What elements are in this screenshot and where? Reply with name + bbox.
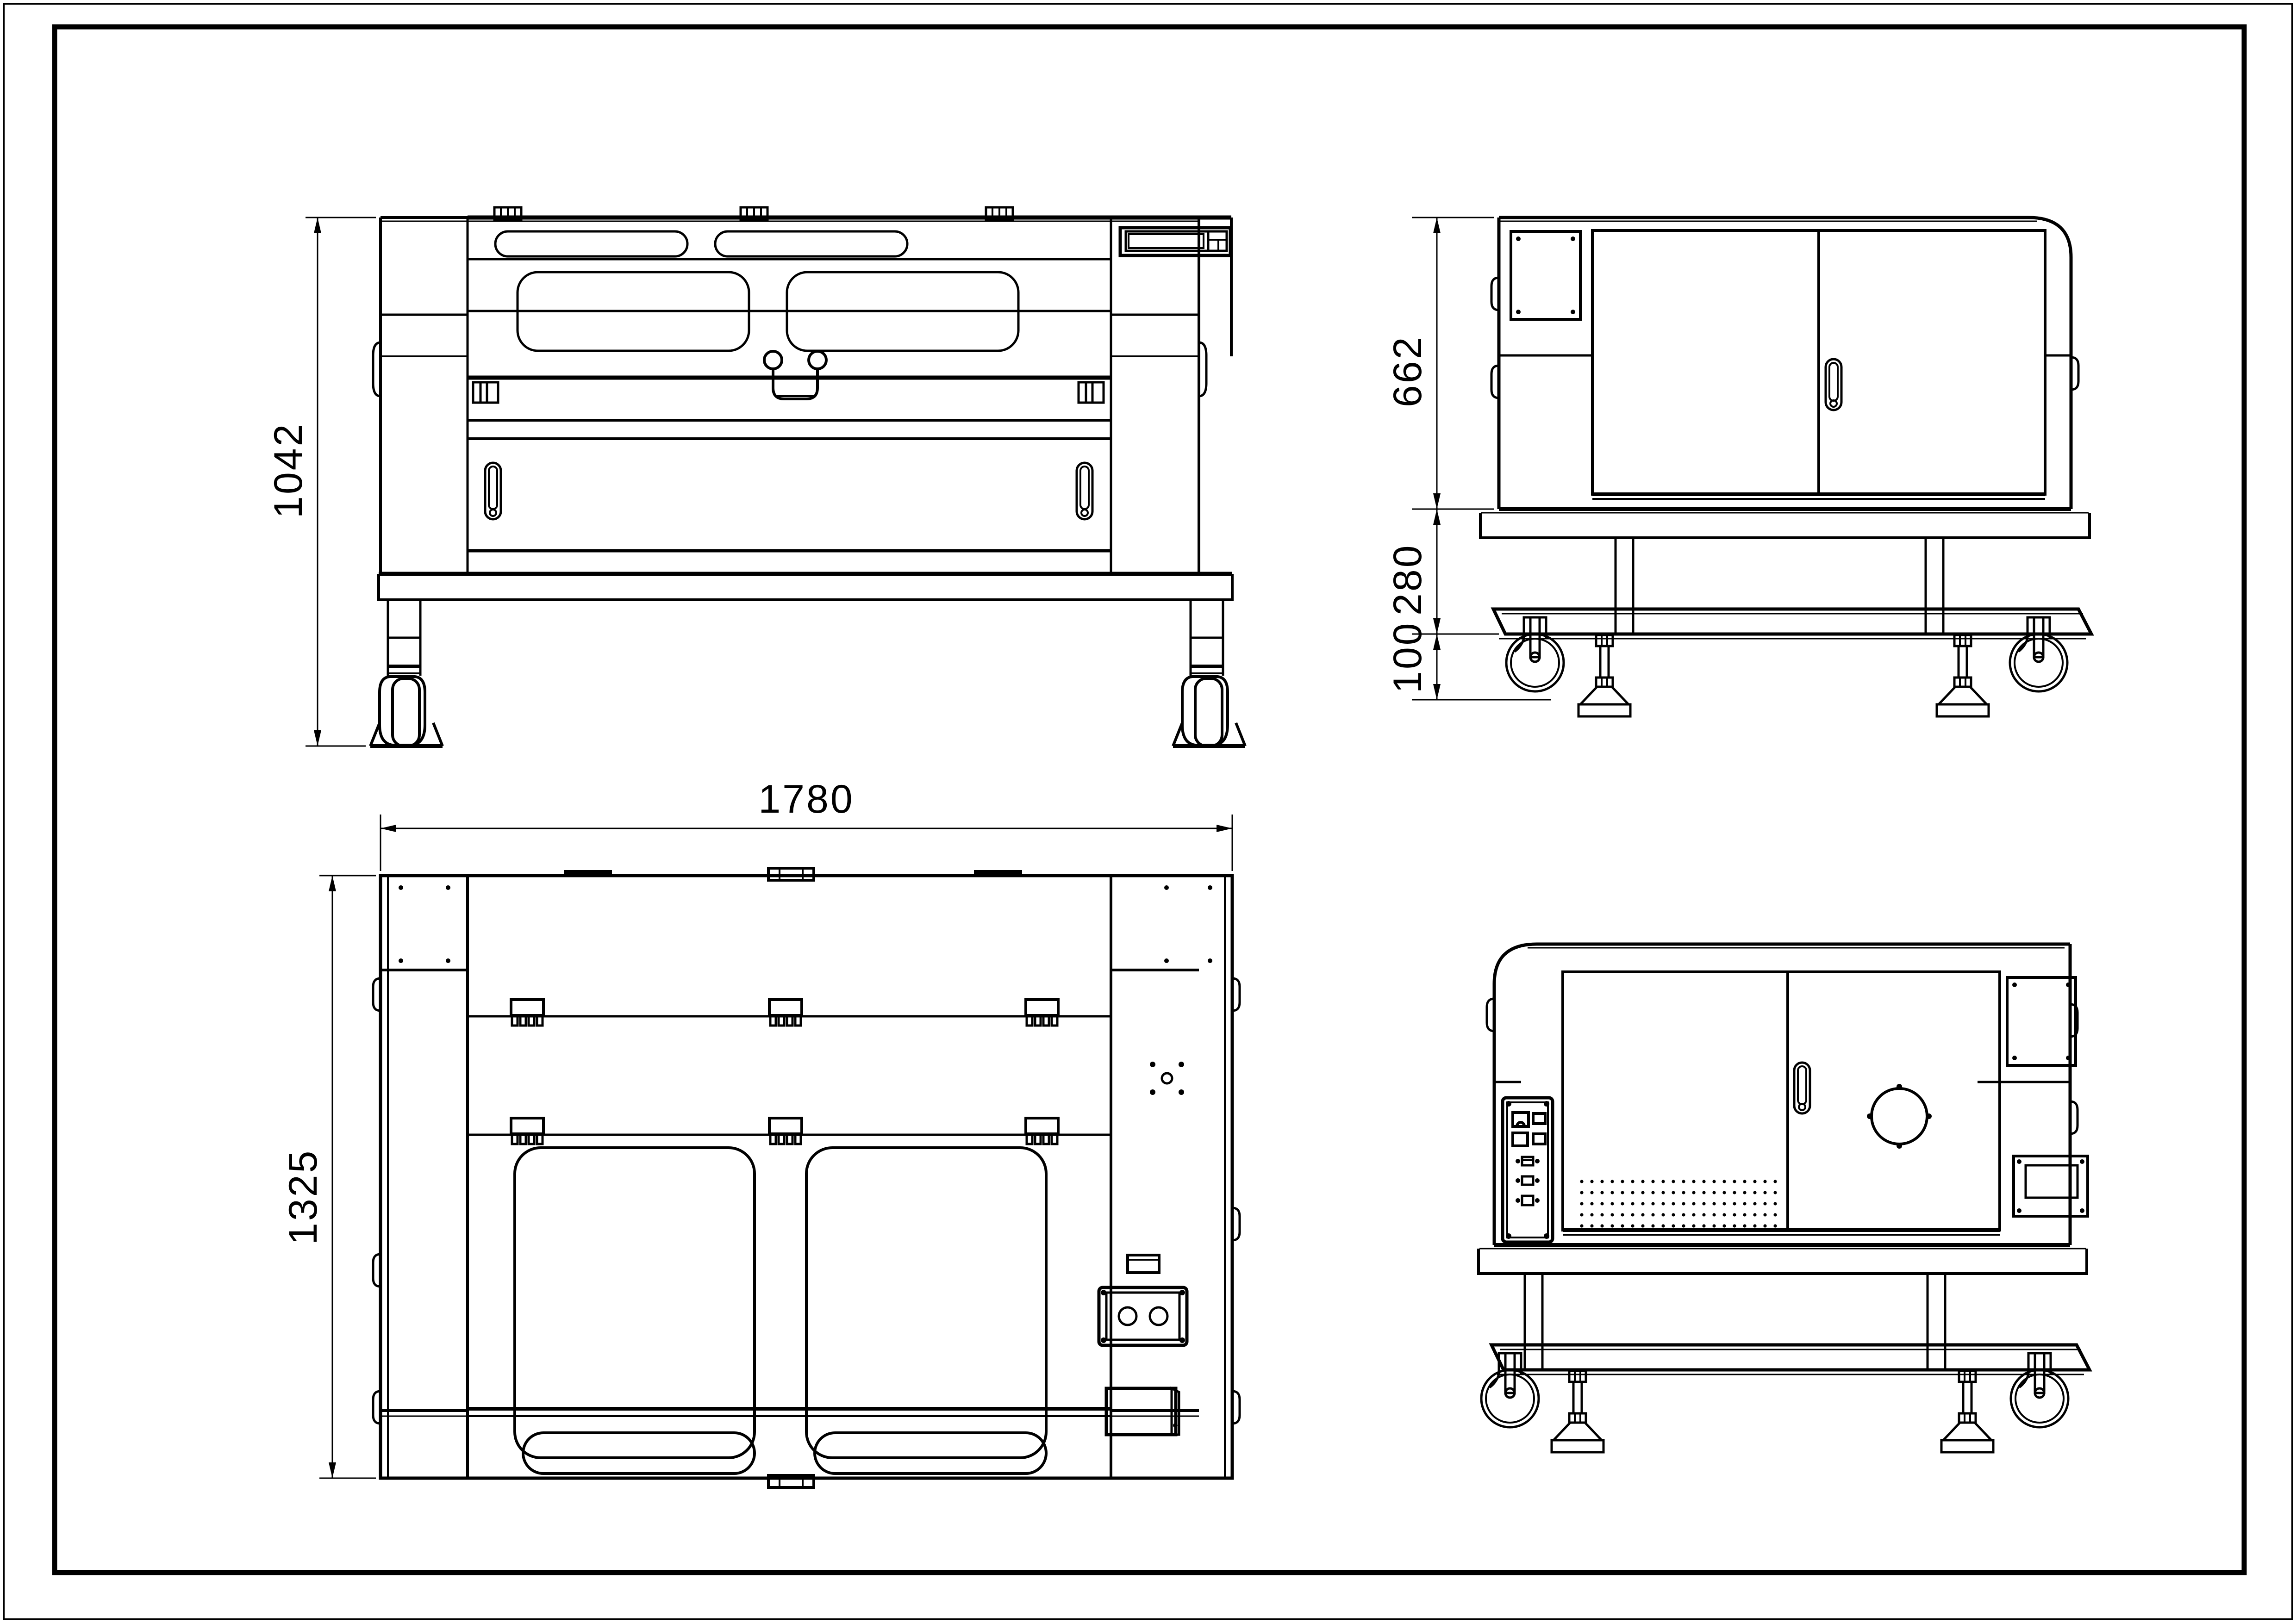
side-base-plate — [1491, 607, 2094, 640]
left-side-view — [1477, 942, 2092, 1452]
top-window-left — [513, 1146, 756, 1459]
right-side-view: 662 280 100 — [1385, 216, 2094, 716]
left-side-access-panel-upper — [2006, 976, 2077, 1067]
left-side-body-outline — [1477, 942, 2088, 1275]
left-side-control-panel — [1501, 1096, 1554, 1244]
top-hinge-1 — [511, 1000, 543, 1026]
left-side-foot-right — [1941, 1371, 1993, 1452]
front-stand — [377, 572, 1234, 676]
top-vent-slot-left — [522, 1431, 756, 1475]
top-connector-box — [1097, 1286, 1189, 1347]
control-connector-1[interactable] — [1516, 1156, 1540, 1167]
left-side-doors — [1561, 970, 2001, 1236]
front-mid-band — [468, 419, 1111, 440]
front-door-handle-left — [484, 461, 502, 521]
dimension-overall-width: 1780 — [380, 777, 1233, 871]
front-door-handle-right — [1075, 461, 1094, 521]
dimension-1325-label: 1325 — [281, 1149, 325, 1245]
left-side-stand-legs — [1523, 1274, 1947, 1370]
front-lid-section — [468, 207, 1111, 400]
top-vent-slot-right — [813, 1431, 1048, 1475]
top-service-hatch — [1104, 1386, 1180, 1436]
dimension-1780-label: 1780 — [758, 777, 854, 821]
control-emergency-stop[interactable] — [1511, 1132, 1529, 1147]
dimension-1042-label: 1042 — [266, 423, 311, 518]
side-caster-left — [1506, 617, 1564, 691]
control-indicator-1[interactable] — [1532, 1112, 1547, 1125]
control-indicator-2[interactable] — [1532, 1132, 1547, 1145]
dimension-280-label: 280 — [1385, 544, 1430, 616]
left-side-caster-left — [1481, 1353, 1539, 1427]
front-lid-handle — [763, 350, 828, 400]
left-side-vent-grille — [1580, 1173, 1784, 1229]
left-side-exhaust-fan — [1867, 1084, 1932, 1149]
side-foot-right — [1937, 635, 1989, 716]
left-side-door-handle — [1793, 1061, 1811, 1115]
sheet-border-inner — [52, 24, 2247, 1575]
left-side-access-panel-lower — [2012, 1155, 2089, 1218]
dimension-overall-height: 1042 — [266, 217, 376, 747]
side-caster-right — [2010, 617, 2067, 691]
front-lid-window-right — [786, 271, 1020, 352]
dimension-side-stack: 662 280 100 — [1385, 217, 1551, 701]
front-vent-slot-left — [494, 230, 689, 258]
side-stand-legs — [1614, 538, 1945, 634]
top-hinge-6 — [1026, 1118, 1058, 1144]
top-view-outline — [372, 874, 1241, 1480]
top-hinge-4 — [511, 1118, 543, 1144]
dimension-100-label: 100 — [1385, 622, 1430, 694]
front-latch-left — [472, 381, 499, 404]
side-door-handle — [1824, 358, 1843, 411]
top-lid-tab-centre-bottom — [767, 1474, 815, 1489]
front-latch-right — [1077, 381, 1105, 404]
front-vent-slot-right — [714, 230, 909, 258]
left-side-foot-left — [1552, 1371, 1603, 1452]
top-hinge-5 — [769, 1118, 802, 1144]
top-hinge-2 — [769, 1000, 802, 1026]
front-caster-right — [1172, 675, 1247, 748]
front-display-screen — [1128, 233, 1204, 249]
control-key-switch[interactable] — [1511, 1111, 1530, 1128]
sheet-border-outer — [3, 3, 2293, 1620]
dimension-662-label: 662 — [1385, 336, 1430, 408]
side-doors — [1591, 229, 2046, 500]
left-side-base-plate — [1489, 1343, 2092, 1375]
side-foot-left — [1578, 635, 1630, 716]
front-lid-window-left — [516, 271, 750, 352]
dimension-overall-depth: 1325 — [281, 875, 376, 1479]
front-caster-left — [369, 675, 444, 748]
control-connector-2[interactable] — [1516, 1175, 1540, 1186]
top-window-right — [805, 1146, 1048, 1459]
top-small-plate — [1126, 1254, 1160, 1274]
front-view: 1042 — [266, 207, 1247, 748]
front-lower-door — [466, 439, 1112, 574]
side-access-panel — [1510, 230, 1582, 321]
top-bolt-pattern — [1150, 1062, 1184, 1095]
control-connector-3[interactable] — [1516, 1194, 1540, 1206]
front-display-panel — [1111, 215, 1233, 574]
top-lid-tab-centre-top — [767, 867, 815, 882]
top-hinge-3 — [1026, 1000, 1058, 1026]
left-side-caster-right — [2011, 1353, 2068, 1427]
top-view: 1780 1325 — [281, 777, 1241, 1489]
side-body-outline — [1479, 216, 2091, 539]
